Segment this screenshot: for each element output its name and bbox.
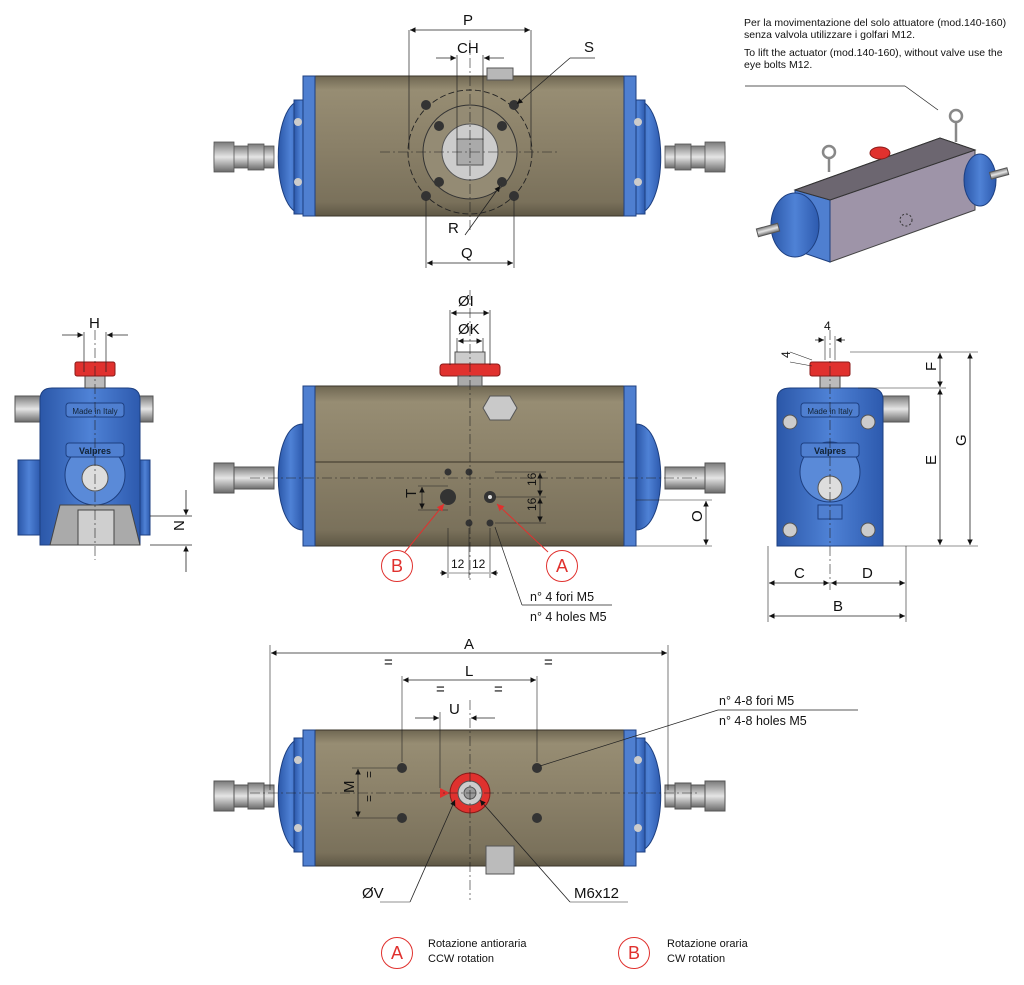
dim-I: ØI (458, 293, 474, 310)
dim-O: O (689, 510, 706, 522)
dim-4-side: 4 (779, 351, 793, 358)
dim-16-upper: 16 (525, 472, 539, 486)
front-view: ØI ØK T 16 16 O 12 12 (213, 290, 726, 606)
dim-eq-3: = (436, 681, 445, 698)
lift-note: Per la movimentazione del solo attuatore… (744, 17, 1016, 71)
legend-B-it: Rotazione oraria (667, 938, 748, 950)
legend-A-circle: A (381, 937, 413, 969)
dim-CH: CH (457, 40, 479, 57)
dim-E: E (923, 455, 940, 465)
dim-16-lower: 16 (525, 497, 539, 511)
callout-A-front: A (546, 550, 578, 582)
dim-U: U (449, 701, 460, 718)
dim-B: B (833, 598, 843, 615)
dim-R: R (448, 220, 459, 237)
front-holes-it: n° 4 fori M5 (530, 590, 595, 604)
dim-D: D (862, 565, 873, 582)
callout-B-front: B (381, 550, 413, 582)
isometric-view (745, 85, 1010, 263)
dim-eq-2: = (544, 654, 553, 671)
dim-Q: Q (461, 245, 473, 262)
legend-B-text: Rotazione oraria CW rotation (667, 937, 748, 967)
dim-12-right: 12 (472, 557, 486, 571)
bottom-holes-note: n° 4-8 fori M5 n° 4-8 holes M5 (719, 691, 807, 731)
top-view: P CH S R Q (213, 12, 726, 268)
dim-F: F (923, 362, 940, 371)
dim-K: ØK (458, 321, 480, 338)
dim-T: T (403, 489, 420, 498)
bottom-holes-it: n° 4-8 fori M5 (719, 694, 795, 708)
legend-A-it: Rotazione antioraria (428, 938, 527, 950)
right-side-view: Made in Italy Valpres 4 4 F E G C D B (767, 319, 978, 622)
dim-eq-5: = (362, 771, 376, 778)
dim-P: P (463, 12, 473, 29)
dim-eq-4: = (494, 681, 503, 698)
lift-note-it: Per la movimentazione del solo attuatore… (744, 17, 1007, 41)
lift-note-en: To lift the actuator (mod.140-160), with… (744, 47, 1003, 71)
legend-B-circle: B (618, 937, 650, 969)
bottom-holes-en: n° 4-8 holes M5 (719, 714, 807, 728)
dim-C: C (794, 565, 805, 582)
dim-S: S (584, 39, 594, 56)
dim-L: L (465, 663, 473, 680)
front-holes-note: n° 4 fori M5 n° 4 holes M5 (530, 587, 607, 627)
dim-G: G (953, 434, 970, 446)
dim-A-bottom: A (464, 636, 474, 653)
dim-V: ØV (362, 885, 384, 902)
dim-12-left: 12 (451, 557, 465, 571)
legend-B-en: CW rotation (667, 953, 726, 965)
legend-A-text: Rotazione antioraria CCW rotation (428, 937, 526, 967)
dim-eq-6: = (362, 795, 376, 802)
front-holes-en: n° 4 holes M5 (530, 610, 607, 624)
dim-M: M (341, 781, 358, 794)
dim-M6x12: M6x12 (574, 885, 619, 902)
legend-A-en: CCW rotation (428, 953, 495, 965)
dim-4-top: 4 (824, 319, 831, 333)
dim-N: N (171, 520, 188, 531)
dim-H: H (89, 315, 100, 332)
left-side-view: Made in Italy Valpres H N (14, 315, 192, 572)
bottom-view: A = = L = = U M = = ØV M6x12 (213, 636, 858, 903)
dim-eq-1: = (384, 654, 393, 671)
